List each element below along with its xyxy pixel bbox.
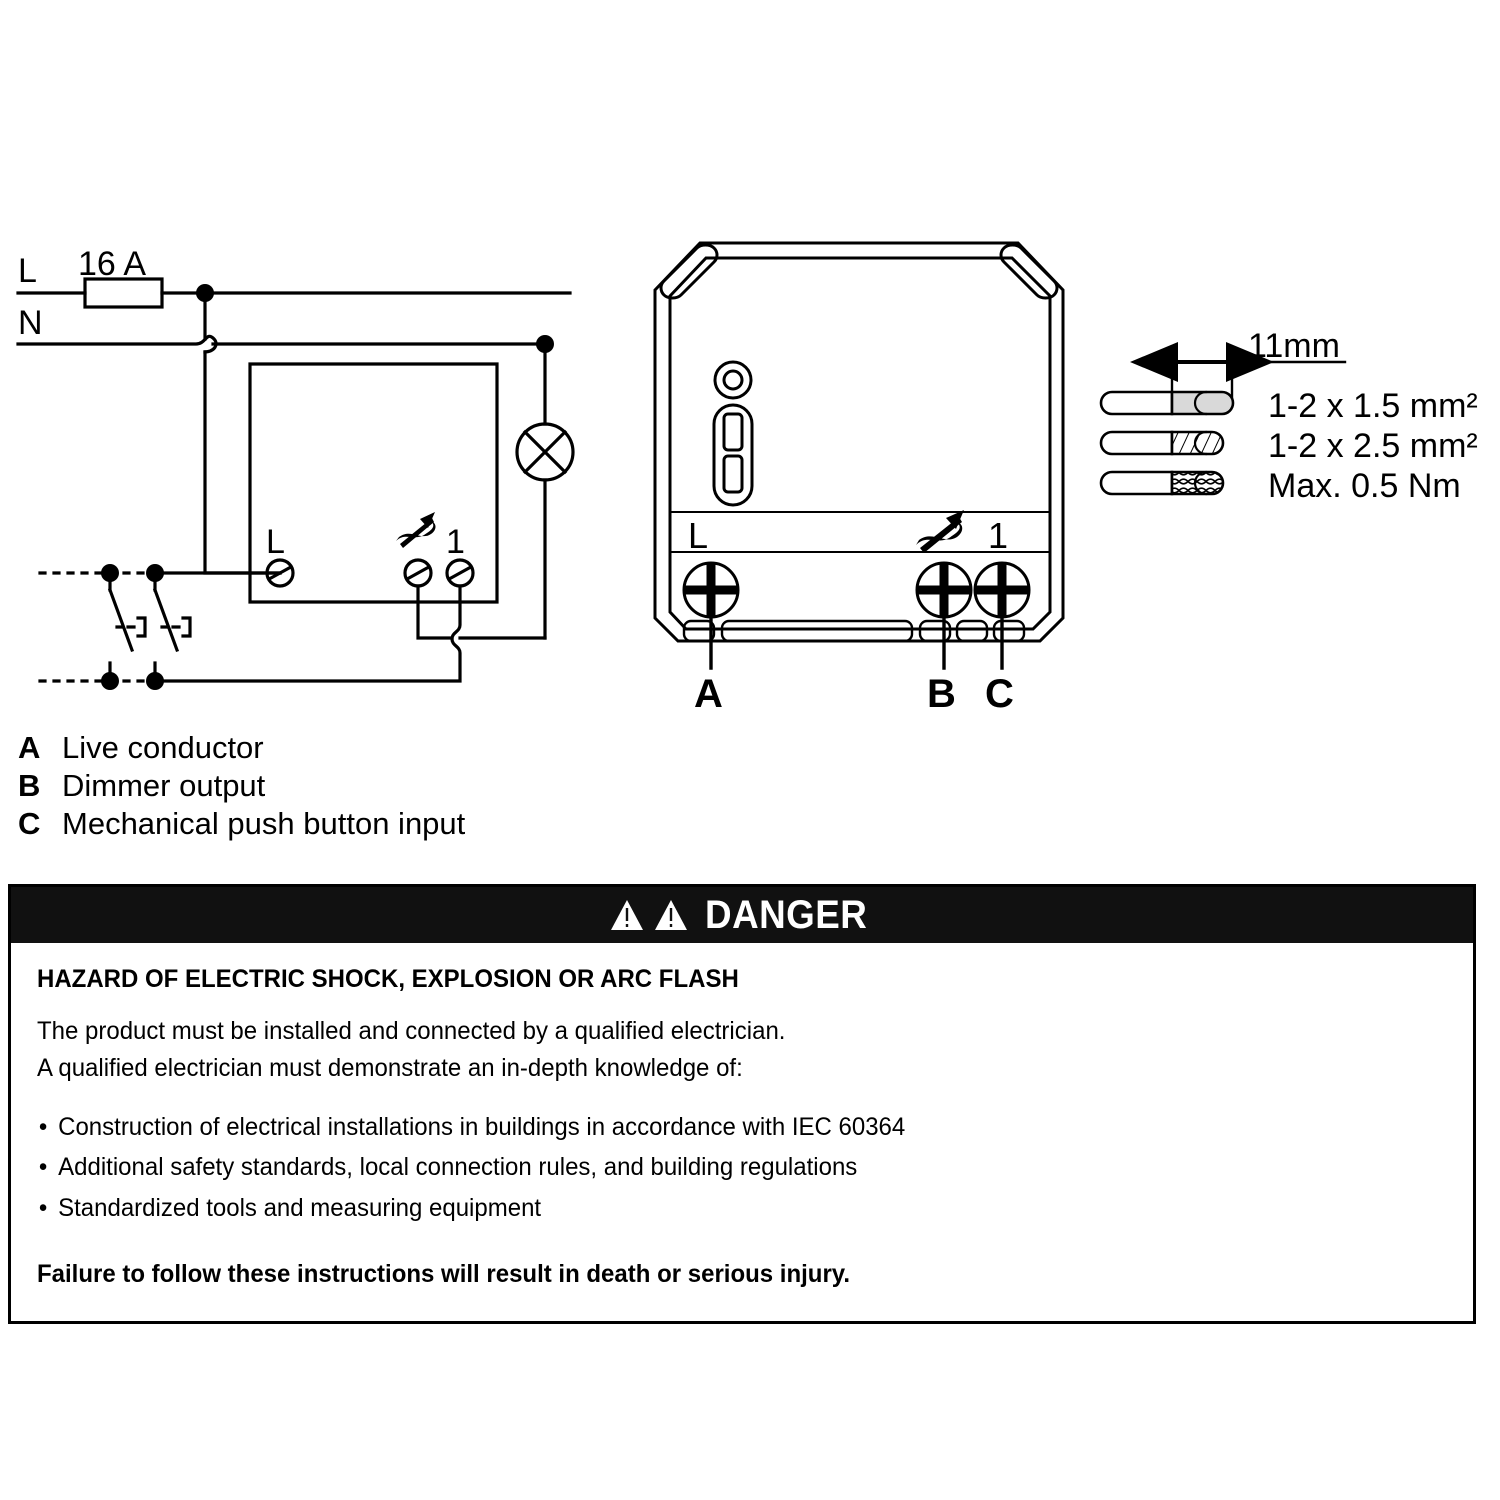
label-schematic-terminal-1: 1	[446, 523, 465, 561]
danger-title: DANGER	[704, 892, 868, 937]
danger-bullet-list: Construction of electrical installations…	[37, 1110, 1447, 1227]
junction-dots	[101, 284, 554, 690]
button-block-outline	[712, 403, 754, 507]
cable-notch-5	[992, 619, 1026, 643]
junction-dot-pb2-bottom	[146, 672, 164, 690]
legend-item-a: A Live conductor	[18, 730, 718, 768]
cable-notch-4	[955, 619, 989, 643]
callout-label-b: B	[927, 672, 956, 716]
label-device-terminal-l: L	[688, 515, 708, 556]
danger-body: HAZARD OF ELECTRIC SHOCK, EXPLOSION OR A…	[11, 943, 1473, 1321]
legend-text-b: Dimmer output	[62, 768, 266, 803]
device-housing-group	[653, 241, 1065, 643]
danger-heading: HAZARD OF ELECTRIC SHOCK, EXPLOSION OR A…	[37, 965, 739, 993]
danger-footer: Failure to follow these instructions wil…	[37, 1260, 851, 1288]
terminal-push-screw-slot	[448, 565, 472, 581]
danger-header: DANGER	[11, 887, 1473, 943]
pb2-actuator-bracket	[181, 616, 192, 638]
cable-notch-2	[720, 619, 914, 643]
junction-dot-live	[196, 284, 214, 302]
lamp-symbol-cross-2	[522, 429, 568, 475]
wire-fine-stranded	[1099, 470, 1225, 496]
label-schematic-terminal-l: L	[266, 523, 285, 561]
cable-notch-1	[682, 619, 716, 643]
label-live-line: L	[18, 252, 37, 290]
pb1-actuator-bracket	[136, 616, 147, 638]
label-strip-length: 11mm	[1248, 327, 1340, 365]
pb2-blade	[152, 587, 180, 653]
callout-label-a: A	[694, 672, 723, 716]
junction-dot-pb2-top	[146, 564, 164, 582]
junction-dot-neutral	[536, 335, 554, 353]
label-wire-spec-3: Max. 0.5 Nm	[1268, 467, 1461, 505]
legend-item-c: C Mechanical push button input	[18, 806, 718, 844]
callout-legend: A Live conductor B Dimmer output C Mecha…	[18, 730, 718, 844]
wire-solid-core	[1099, 390, 1235, 416]
button-lower	[722, 454, 744, 494]
legend-text-a: Live conductor	[62, 730, 264, 765]
status-led-inner	[722, 369, 744, 391]
legend-text-c: Mechanical push button input	[62, 806, 466, 841]
danger-bullet-1: Construction of electrical installations…	[37, 1110, 1391, 1146]
dimmer-arrow-icon-schematic	[396, 512, 436, 548]
status-led-outer	[713, 360, 753, 400]
danger-paragraph-2: A qualified electrician must demonstrate…	[37, 1054, 743, 1083]
danger-paragraph-1: The product must be installed and connec…	[37, 1017, 786, 1045]
label-wire-spec-2: 1-2 x 2.5 mm²	[1268, 427, 1478, 465]
junction-dot-pb1-bottom	[101, 672, 119, 690]
legend-key-c: C	[18, 806, 41, 841]
device-outer-outline	[653, 241, 1065, 643]
mounting-slot-top-right	[999, 243, 1059, 300]
push-button-return-wire	[153, 584, 462, 683]
legend-key-a: A	[18, 730, 41, 765]
label-neutral-line: N	[18, 304, 43, 342]
danger-bullet-3: Standardized tools and measuring equipme…	[37, 1191, 1391, 1227]
dimmer-out-wire	[416, 584, 454, 640]
mounting-slot-top-left	[659, 243, 719, 300]
label-fuse-rating: 16 A	[78, 245, 146, 283]
button-upper	[722, 412, 744, 452]
pb1-blade	[107, 587, 135, 653]
cable-notch-3	[918, 619, 952, 643]
wire-stranded	[1099, 430, 1225, 456]
legend-key-b: B	[18, 768, 41, 803]
warning-triangle-icon-1	[610, 900, 643, 930]
terminal-dimmer-screw-slot	[406, 565, 430, 581]
label-device-terminal-1: 1	[988, 515, 1008, 556]
danger-notice: DANGER HAZARD OF ELECTRIC SHOCK, EXPLOSI…	[8, 884, 1476, 1324]
danger-bullet-2: Additional safety standards, local conne…	[37, 1150, 1391, 1186]
dimmer-module-outline	[248, 362, 499, 604]
fuse-16a-symbol	[83, 277, 164, 309]
neutral-line-hop-left	[16, 334, 218, 354]
device-inner-outline	[668, 256, 1052, 631]
label-wire-spec-1: 1-2 x 1.5 mm²	[1268, 387, 1478, 425]
dimmer-arrow-icon-device	[916, 510, 964, 553]
junction-dot-pb1-top	[101, 564, 119, 582]
warning-triangle-icon-2	[654, 900, 687, 930]
legend-item-b: B Dimmer output	[18, 768, 718, 806]
callout-label-c: C	[985, 672, 1014, 716]
